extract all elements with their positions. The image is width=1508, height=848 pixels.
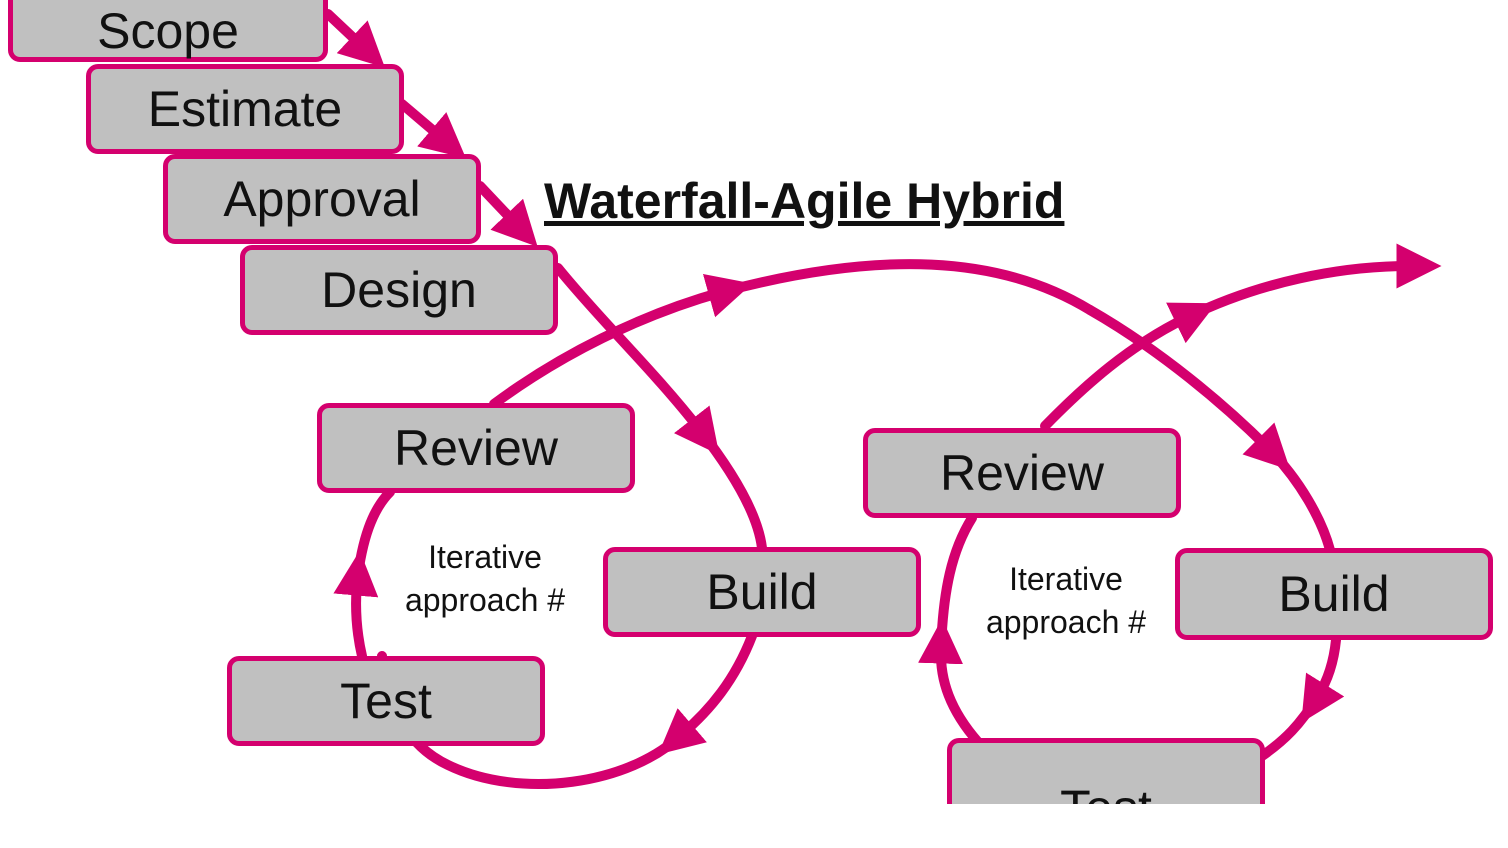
cycle1-test: Test (227, 656, 545, 746)
arc-to-build2 (1085, 305, 1291, 471)
cycle1-review-label: Review (394, 420, 558, 476)
step-arrow-scope-estimate (323, 9, 385, 68)
arc-exit-arrow (1183, 243, 1442, 322)
step-estimate-label: Estimate (147, 81, 343, 137)
step-estimate: Estimate (86, 64, 404, 154)
step-scope: Scope (8, 0, 328, 62)
step-scope-label: Scope (97, 3, 239, 59)
cycle2-iterative-label: Iterative approach # (976, 558, 1156, 644)
step-design-label: Design (321, 262, 477, 318)
loop1-test-to-review (333, 550, 379, 661)
arc-review1-forward (489, 273, 753, 409)
diagram-title: Waterfall-Agile Hybrid (544, 173, 1065, 229)
cycle1-label-line1: Iterative (428, 539, 542, 575)
cycle1-review: Review (317, 403, 635, 493)
cycle2-review: Review (863, 428, 1181, 518)
step-arrow-estimate-approval (397, 99, 467, 159)
step-design: Design (240, 245, 558, 335)
loop2-build-to-test (1301, 635, 1345, 723)
cycle1-label-line2: approach # (404, 582, 566, 618)
cycle1-build-label: Build (706, 564, 818, 620)
arc-review2-forward (1040, 302, 1217, 431)
cycle2-label-line2: approach # (985, 604, 1147, 640)
step-arrow-approval-design (475, 181, 538, 247)
cycle1-test-label: Test (340, 673, 432, 729)
cycle2-build-label: Build (1278, 566, 1390, 622)
step-approval-label: Approval (223, 171, 421, 227)
arrow-design-to-build (553, 263, 720, 455)
loop2-test-to-review (918, 618, 983, 747)
bottom-margin (0, 804, 1508, 848)
cycle1-iterative-label: Iterative approach # (395, 536, 575, 622)
cycle1-build: Build (603, 547, 921, 637)
cycle2-build: Build (1175, 548, 1493, 640)
cycle2-label-line1: Iterative (1009, 561, 1123, 597)
loop1-build-to-test (658, 631, 757, 755)
cycle2-review-label: Review (940, 445, 1104, 501)
step-approval: Approval (163, 154, 481, 244)
